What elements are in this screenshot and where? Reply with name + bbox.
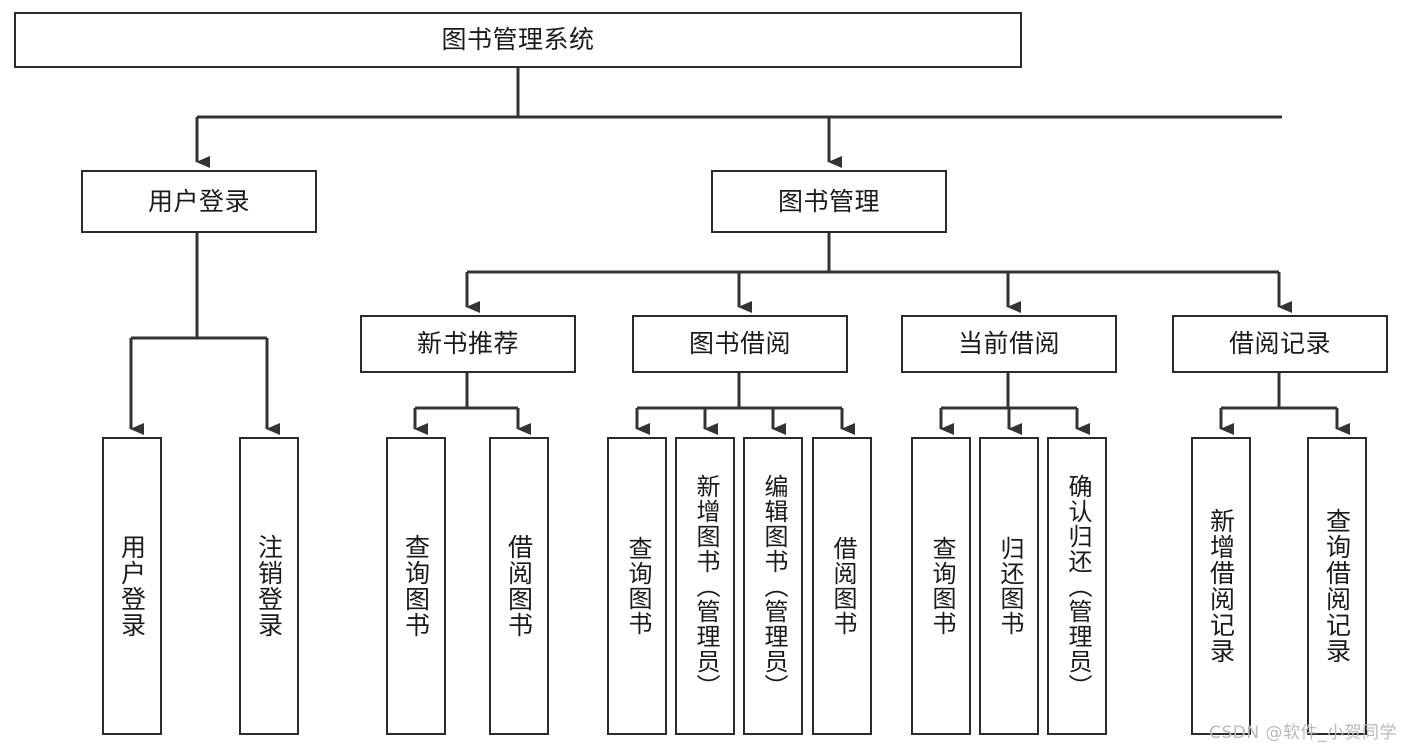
node-new-book-recommend-label: 新书推荐 bbox=[416, 329, 519, 358]
node-leaf-user-login-label: 用户登录 bbox=[117, 534, 147, 638]
node-leaf-query-book-3[interactable]: 查询图书 bbox=[911, 437, 971, 735]
node-leaf-return-book[interactable]: 归还图书 bbox=[979, 437, 1039, 735]
node-book-borrow-label: 图书借阅 bbox=[688, 329, 791, 358]
node-leaf-query-book-3-label: 查询图书 bbox=[927, 536, 956, 636]
node-leaf-logout[interactable]: 注销登录 bbox=[239, 437, 299, 735]
node-leaf-logout-label: 注销登录 bbox=[254, 534, 284, 638]
node-leaf-confirm-return[interactable]: 确认归还（管理员） bbox=[1047, 437, 1107, 735]
node-leaf-borrow-book-1[interactable]: 借阅图书 bbox=[489, 437, 549, 735]
node-user-login[interactable]: 用户登录 bbox=[81, 170, 317, 233]
node-leaf-borrow-book-1-label: 借阅图书 bbox=[504, 534, 534, 638]
node-book-borrow[interactable]: 图书借阅 bbox=[632, 315, 848, 373]
node-book-manage-label: 图书管理 bbox=[777, 186, 880, 216]
node-leaf-query-book-2[interactable]: 查询图书 bbox=[607, 437, 667, 735]
node-leaf-add-record-label: 新增借阅记录 bbox=[1206, 508, 1236, 664]
node-root-label: 图书管理系统 bbox=[441, 25, 595, 54]
node-user-login-label: 用户登录 bbox=[147, 186, 250, 216]
node-leaf-query-book-1-label: 查询图书 bbox=[401, 534, 431, 638]
node-borrow-record[interactable]: 借阅记录 bbox=[1172, 315, 1388, 373]
node-book-manage[interactable]: 图书管理 bbox=[711, 170, 947, 233]
node-leaf-query-record-label: 查询借阅记录 bbox=[1322, 508, 1352, 664]
node-leaf-borrow-book-2[interactable]: 借阅图书 bbox=[812, 437, 872, 735]
node-leaf-borrow-book-2-label: 借阅图书 bbox=[828, 536, 857, 636]
node-borrow-record-label: 借阅记录 bbox=[1228, 329, 1331, 358]
node-leaf-confirm-return-label: 确认归还（管理员） bbox=[1063, 473, 1092, 699]
node-current-borrow-label: 当前借阅 bbox=[957, 329, 1060, 358]
node-leaf-query-book-2-label: 查询图书 bbox=[623, 536, 652, 636]
node-leaf-add-book[interactable]: 新增图书（管理员） bbox=[675, 437, 735, 735]
node-new-book-recommend[interactable]: 新书推荐 bbox=[360, 315, 576, 373]
node-leaf-add-record[interactable]: 新增借阅记录 bbox=[1191, 437, 1251, 735]
node-leaf-add-book-label: 新增图书（管理员） bbox=[691, 473, 720, 699]
node-leaf-user-login[interactable]: 用户登录 bbox=[102, 437, 162, 735]
node-leaf-query-book-1[interactable]: 查询图书 bbox=[386, 437, 446, 735]
node-root[interactable]: 图书管理系统 bbox=[14, 12, 1022, 68]
node-leaf-return-book-label: 归还图书 bbox=[995, 536, 1024, 636]
node-leaf-edit-book[interactable]: 编辑图书（管理员） bbox=[743, 437, 803, 735]
node-leaf-edit-book-label: 编辑图书（管理员） bbox=[759, 473, 788, 699]
node-leaf-query-record[interactable]: 查询借阅记录 bbox=[1307, 437, 1367, 735]
node-current-borrow[interactable]: 当前借阅 bbox=[901, 315, 1117, 373]
csdn-watermark: CSDN @软件_小贺同学 bbox=[1209, 723, 1397, 743]
